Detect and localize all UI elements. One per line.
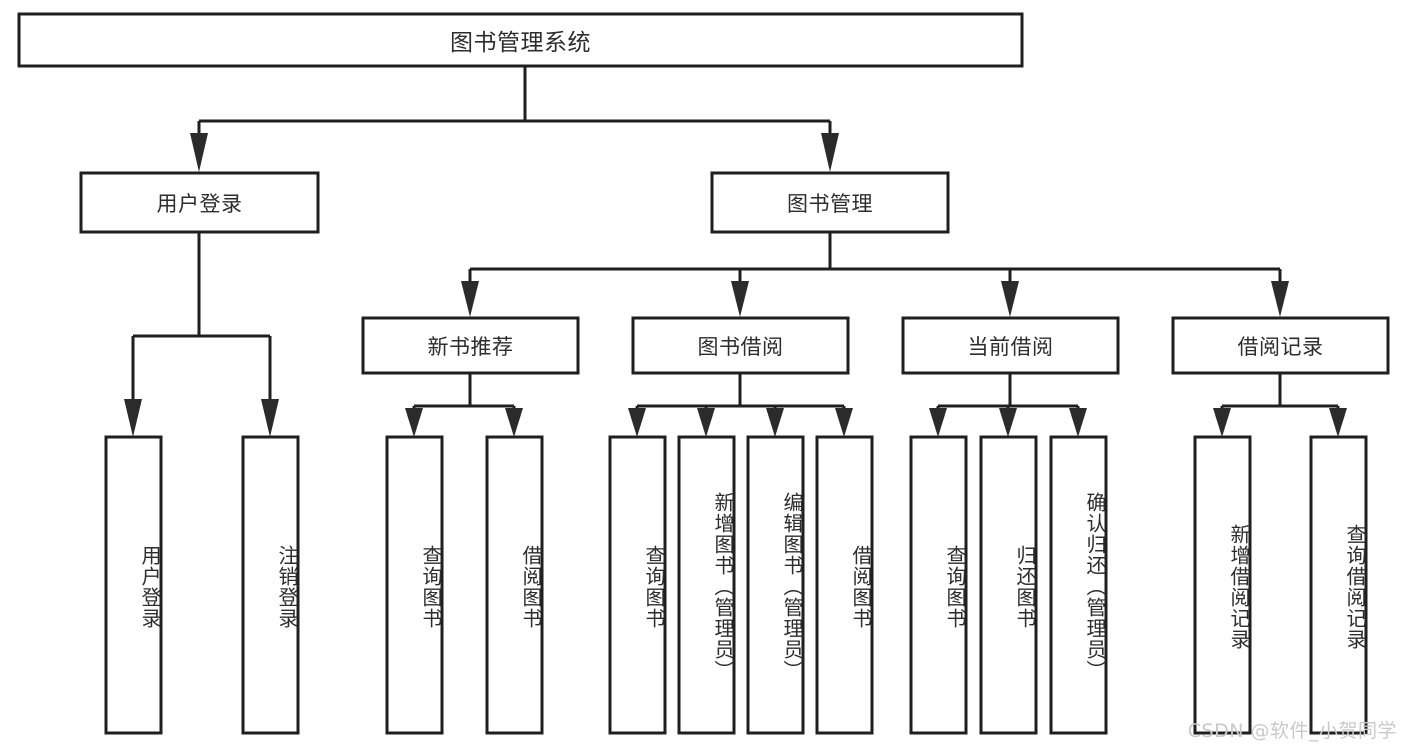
arrow-head-leaf-newbook-2 [505,408,523,437]
arrow-head-borrow-record [1271,281,1289,317]
leaf-box-bookborrow-3[interactable] [746,435,805,735]
arrow-head-leaf-newbook-1 [405,408,423,437]
arrow-head-leaf-user-login-1 [124,399,142,437]
node-box-user-login[interactable] [79,171,320,234]
leaf-box-user-login-2[interactable] [241,435,300,735]
leaf-box-currentborrow-1[interactable] [909,435,968,735]
arrow-head-leaf-currentborrow-3 [1069,408,1087,437]
arrow-head-user-login [190,133,208,172]
arrow-head-leaf-user-login-2 [261,399,279,437]
arrow-head-new-book [461,281,479,317]
leaf-box-currentborrow-3[interactable] [1049,435,1108,735]
arrow-head-book-borrow [731,281,749,317]
node-box-book-manage[interactable] [710,171,950,234]
arrow-head-leaf-currentborrow-2 [999,408,1017,437]
leaf-box-bookborrow-4[interactable] [815,435,874,735]
leaf-box-borrowrecord-2[interactable] [1309,435,1368,735]
arrow-head-leaf-borrowrecord-1 [1213,408,1231,437]
arrow-head-leaf-currentborrow-1 [929,408,947,437]
leaf-box-currentborrow-2[interactable] [979,435,1038,735]
node-box-book-borrow[interactable] [631,316,850,375]
leaf-box-user-login-1[interactable] [104,435,163,735]
arrow-head-leaf-bookborrow-1 [628,408,646,437]
arrow-head-leaf-bookborrow-3 [766,408,784,437]
leaf-box-borrowrecord-1[interactable] [1193,435,1252,735]
node-box-new-book-recommend[interactable] [361,316,580,375]
arrow-head-leaf-bookborrow-4 [835,408,853,437]
node-box-root[interactable] [17,12,1024,68]
arrow-head-leaf-bookborrow-2 [697,408,715,437]
leaf-box-newbook-2[interactable] [485,435,544,735]
node-box-borrow-record[interactable] [1171,316,1390,375]
arrow-head-current-borrow [1001,281,1019,317]
csdn-watermark: CSDN @软件_小贺同学 [1187,720,1397,742]
arrow-head-book-manage [821,133,839,172]
leaf-box-bookborrow-2[interactable] [677,435,736,735]
leaf-box-bookborrow-1[interactable] [608,435,667,735]
leaf-box-newbook-1[interactable] [385,435,444,735]
node-box-current-borrow[interactable] [901,316,1120,375]
arrow-head-leaf-borrowrecord-2 [1329,408,1347,437]
